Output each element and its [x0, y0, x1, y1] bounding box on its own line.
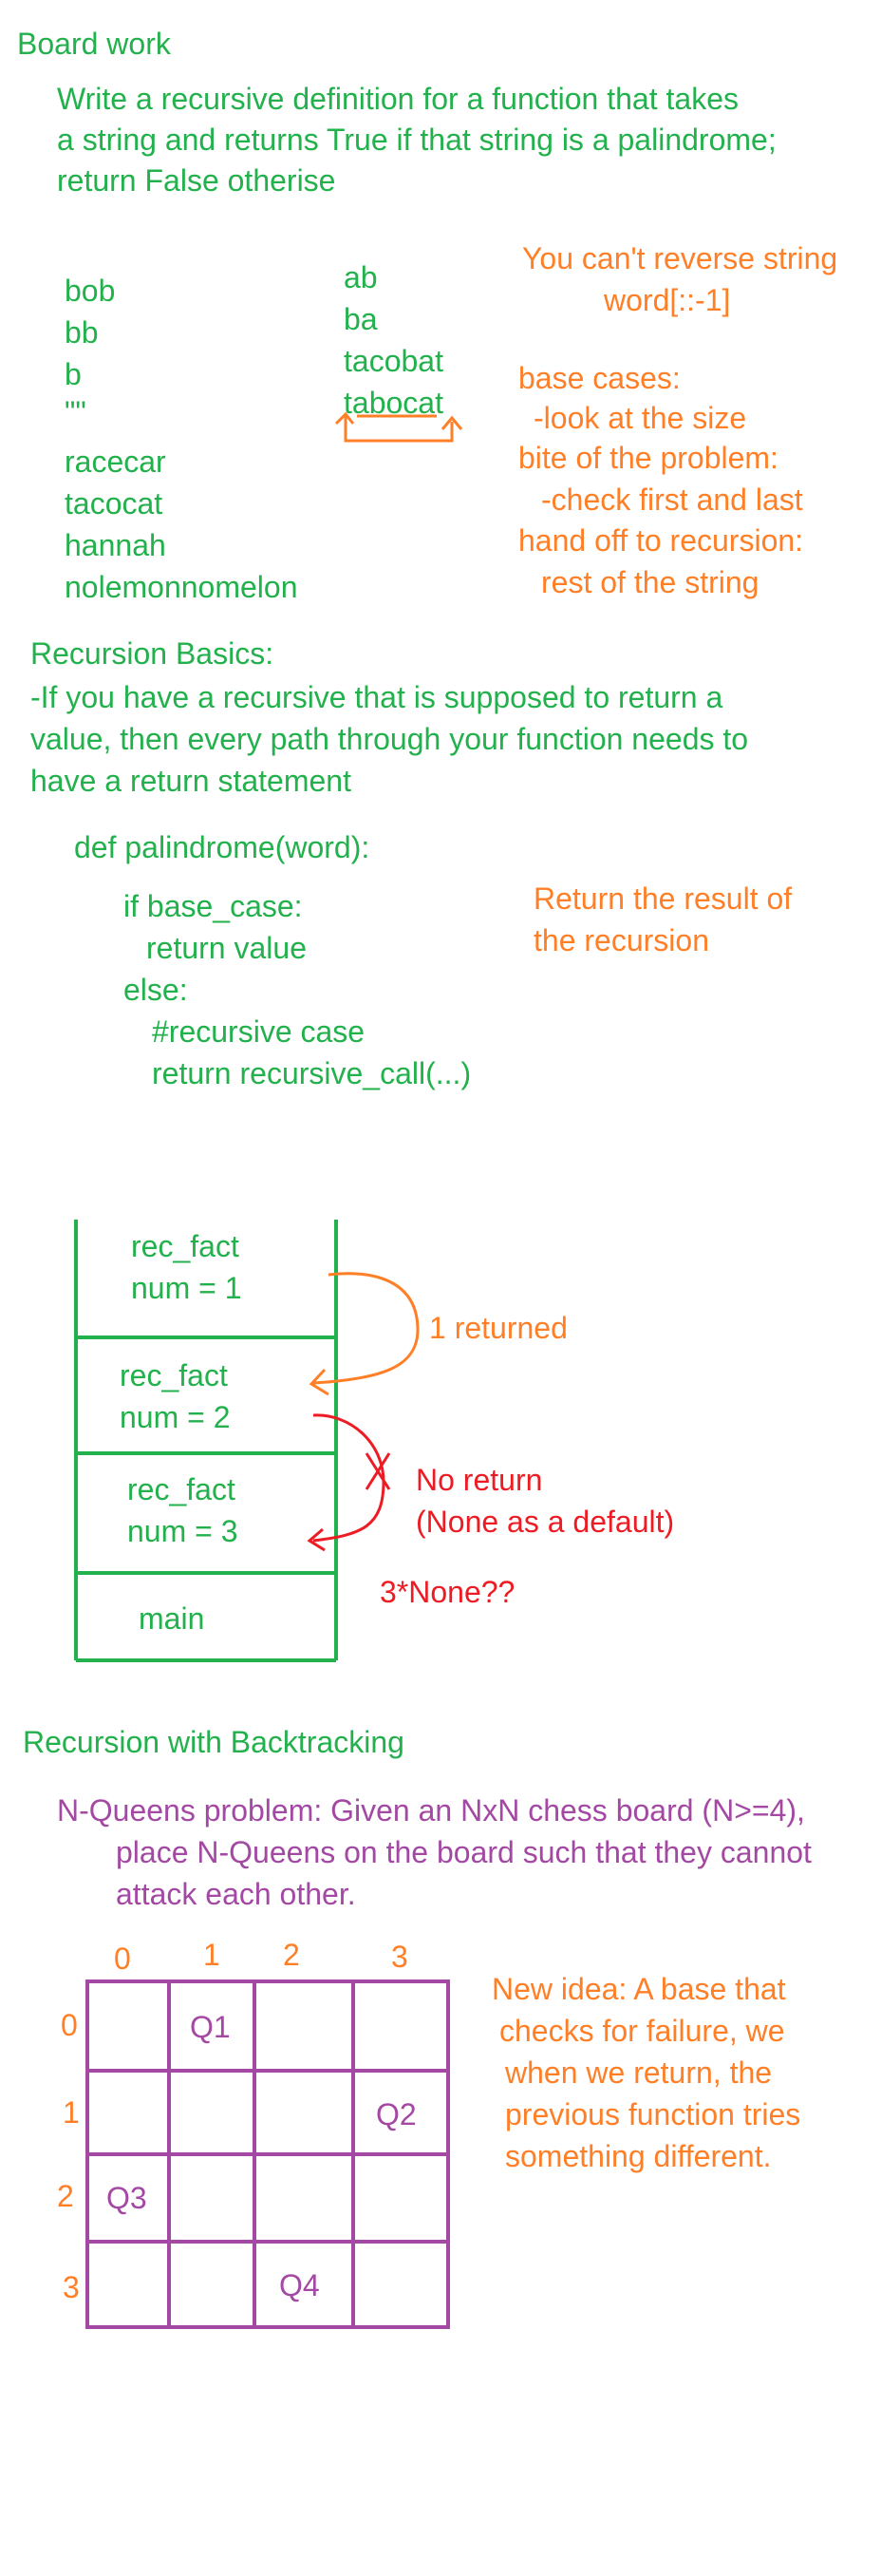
return-note-line-2: the recursion	[534, 923, 709, 957]
stack-frame-name: rec_fact	[127, 1472, 235, 1506]
call-stack-outline	[74, 1220, 338, 1662]
idea-line: something different.	[505, 2139, 772, 2173]
board-row-label: 0	[61, 2008, 78, 2042]
stack-frame-arg: num = 1	[131, 1271, 242, 1305]
none-product-label: 3*None??	[380, 1575, 515, 1609]
problem-line-1: N-Queens problem: Given an NxN chess boa…	[57, 1793, 805, 1828]
code-line: return value	[146, 931, 307, 965]
recursion-basics-line-3: have a return statement	[30, 764, 351, 798]
backtracking-heading: Recursion with Backtracking	[23, 1725, 404, 1759]
page-title: Board work	[17, 27, 171, 61]
code-def-line: def palindrome(word):	[74, 830, 370, 864]
no-return-arrow	[307, 1413, 391, 1552]
non-palindrome-example: ba	[344, 302, 378, 336]
tabocat-swap-bracket	[334, 411, 463, 443]
palindrome-example: ""	[65, 395, 86, 429]
palindrome-example: bb	[65, 315, 99, 350]
queen-q3: Q3	[106, 2181, 147, 2215]
palindrome-example: tacocat	[65, 486, 163, 521]
queen-q2: Q2	[376, 2097, 417, 2131]
returned-arrow	[309, 1272, 420, 1396]
chess-board-grid	[85, 1979, 450, 2329]
non-palindrome-example: ab	[344, 260, 378, 294]
board-col-label: 1	[203, 1938, 220, 1972]
prompt-line-2: a string and returns True if that string…	[57, 123, 777, 157]
idea-line: previous function tries	[505, 2097, 801, 2131]
idea-line: New idea: A base that	[492, 1972, 786, 2006]
reverse-note-line-2: word[::-1]	[604, 283, 731, 317]
case-note: -check first and last	[541, 483, 803, 517]
board-row-label: 1	[63, 2095, 80, 2130]
idea-line: when we return, the	[505, 2055, 773, 2090]
board-col-label: 3	[391, 1940, 408, 1974]
palindrome-example: bob	[65, 274, 116, 308]
board-row-label: 2	[57, 2179, 74, 2213]
reverse-note-line-1: You can't reverse string	[522, 241, 838, 275]
case-note: bite of the problem:	[518, 441, 778, 475]
case-note: -look at the size	[534, 401, 747, 435]
board-row-label: 3	[63, 2270, 80, 2304]
non-palindrome-example: tabocat	[344, 386, 443, 420]
case-note: rest of the string	[541, 565, 759, 599]
no-return-default-label: (None as a default)	[416, 1505, 675, 1539]
prompt-line-1: Write a recursive definition for a funct…	[57, 82, 739, 116]
stack-frame-name: rec_fact	[120, 1358, 228, 1392]
stack-frame-name: main	[139, 1601, 205, 1636]
palindrome-example: nolemonnomelon	[65, 570, 298, 604]
stack-frame-name: rec_fact	[131, 1229, 239, 1263]
stack-frame-arg: num = 2	[120, 1400, 231, 1434]
code-line: else:	[123, 973, 188, 1007]
palindrome-example: hannah	[65, 528, 166, 562]
problem-line-3: attack each other.	[116, 1877, 356, 1911]
idea-line: checks for failure, we	[499, 2014, 785, 2048]
no-return-label: No return	[416, 1463, 543, 1497]
return-note-line-1: Return the result of	[534, 881, 793, 916]
code-line: #recursive case	[152, 1014, 366, 1049]
board-col-label: 2	[283, 1938, 300, 1972]
non-palindrome-example: tacobat	[344, 344, 443, 378]
prompt-line-3: return False otherise	[57, 163, 336, 198]
queen-q1: Q1	[190, 2010, 231, 2044]
problem-line-2: place N-Queens on the board such that th…	[116, 1835, 812, 1869]
case-note: hand off to recursion:	[518, 523, 804, 558]
recursion-basics-line-1: -If you have a recursive that is suppose…	[30, 680, 723, 714]
palindrome-example: racecar	[65, 445, 166, 479]
code-line: return recursive_call(...)	[152, 1056, 472, 1090]
stack-frame-arg: num = 3	[127, 1514, 238, 1548]
palindrome-example: b	[65, 357, 82, 391]
returned-label: 1 returned	[429, 1311, 568, 1345]
case-note: base cases:	[518, 361, 681, 395]
code-line: if base_case:	[123, 889, 303, 923]
queen-q4: Q4	[279, 2268, 320, 2302]
recursion-basics-line-2: value, then every path through your func…	[30, 722, 749, 756]
recursion-basics-heading: Recursion Basics:	[30, 636, 274, 671]
board-col-label: 0	[114, 1941, 131, 1976]
